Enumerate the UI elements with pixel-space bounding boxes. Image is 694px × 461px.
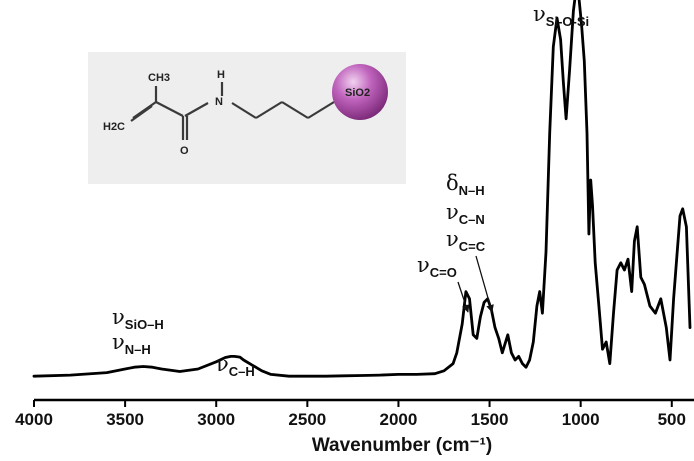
mol-label-h: H bbox=[217, 69, 225, 81]
mol-label-o: O bbox=[180, 145, 189, 157]
x-tick-label-1500: 1500 bbox=[471, 410, 509, 429]
annotation-arrow-c-o bbox=[457, 281, 470, 313]
mol-label-h2c: H2C bbox=[103, 121, 125, 133]
x-tick-label-3500: 3500 bbox=[106, 410, 144, 429]
annotation-c-h: νC–H bbox=[216, 352, 255, 379]
annotation-c-o: νC=O bbox=[417, 253, 457, 280]
x-tick-label-1000: 1000 bbox=[562, 410, 600, 429]
annotation-c-n: νC–N bbox=[446, 200, 485, 227]
mol-label-ch3: CH3 bbox=[148, 72, 170, 84]
x-axis: 4000 3500 3000 2500 2000 1500 1000 500 Wavenumb… bbox=[15, 398, 694, 456]
annotation-c-c: νC=C bbox=[446, 227, 486, 254]
x-axis-title: Wavenumber (cm⁻¹) bbox=[312, 435, 492, 456]
annotation-arrow-c-c bbox=[475, 255, 494, 313]
x-tick-label-2500: 2500 bbox=[288, 410, 326, 429]
mol-label-sio2: SiO2 bbox=[345, 87, 370, 99]
annotation-n-h-stretch: νN–H bbox=[112, 330, 151, 357]
x-tick-label-500: 500 bbox=[658, 410, 686, 429]
silica-sphere bbox=[332, 64, 388, 120]
spectrum-line bbox=[32, 0, 692, 378]
x-tick-label-2000: 2000 bbox=[380, 410, 418, 429]
annotation-si-o-si: νSi-O-Si bbox=[533, 2, 589, 29]
x-axis-ticks: 4000 3500 3000 2500 2000 1500 1000 500 bbox=[15, 400, 686, 429]
x-tick-label-4000: 4000 bbox=[15, 410, 53, 429]
peak-annotations: νSi-O-Si δN–H νC–N νC=C νC=O νSiO–H νN–H… bbox=[112, 2, 589, 379]
mol-label-n: N bbox=[215, 96, 223, 108]
molecule-structure-inset: CH3 H N H2C O SiO2 bbox=[88, 52, 406, 184]
annotation-sio-h: νSiO–H bbox=[112, 305, 164, 332]
annotation-n-h-bend: δN–H bbox=[446, 171, 485, 198]
molecule-bonds bbox=[130, 82, 335, 140]
x-tick-label-3000: 3000 bbox=[197, 410, 235, 429]
